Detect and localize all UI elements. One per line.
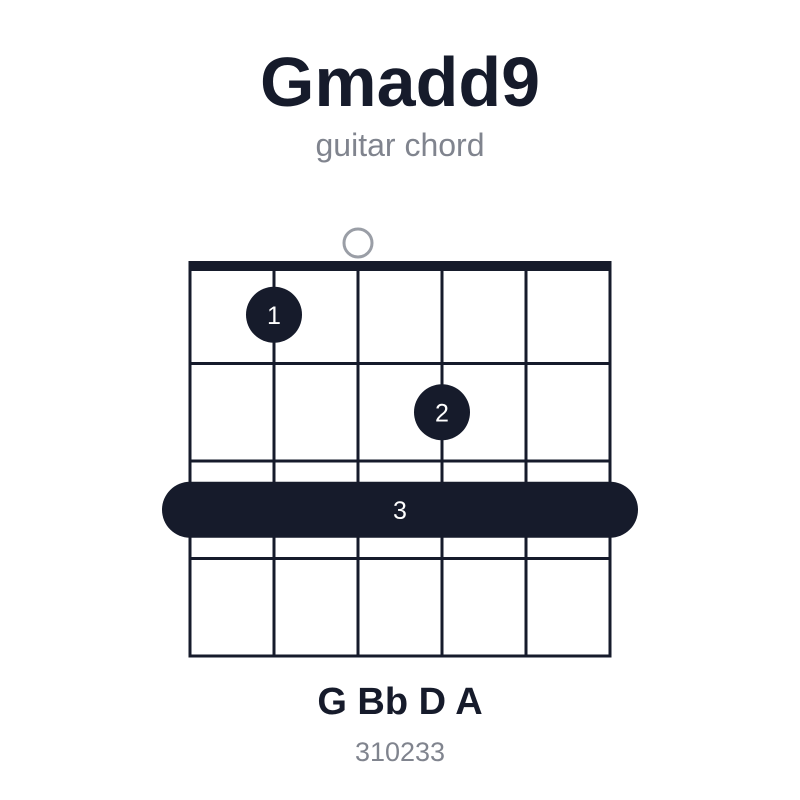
open-string-marker: [342, 227, 374, 259]
chord-title: Gmadd9: [259, 43, 541, 121]
finger-dot: [246, 286, 302, 343]
barre: [162, 481, 638, 538]
barre-finger-label: 3: [393, 497, 407, 525]
open-string-markers: [342, 227, 374, 259]
nut: [188, 261, 612, 271]
finger-number: 1: [267, 302, 281, 330]
finger-positions: 3 1 2: [162, 286, 638, 538]
fretboard-grid: [188, 261, 612, 658]
chord-subtitle: guitar chord: [315, 127, 485, 163]
finger-dot: [414, 384, 470, 441]
finger-number: 2: [435, 399, 449, 427]
chord-fingering: 310233: [354, 737, 446, 767]
chord-notes: G Bb D A: [317, 681, 483, 723]
